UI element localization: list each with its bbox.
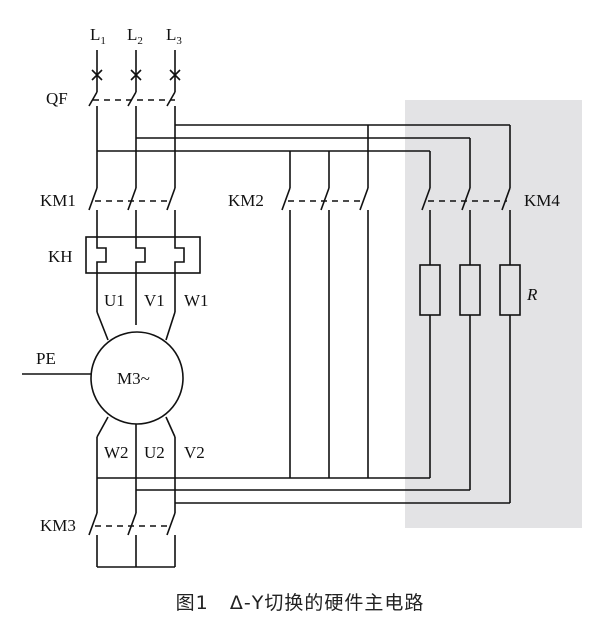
km2-contactor xyxy=(281,187,369,478)
km1-contactor xyxy=(88,187,176,242)
km4-label: KM4 xyxy=(524,191,560,210)
figure-caption: 图1 Δ-Y切换的硬件主电路 xyxy=(0,588,600,615)
km2-label: KM2 xyxy=(228,191,264,210)
svg-text:L1: L1 xyxy=(90,25,106,47)
motor-label: M3~ xyxy=(117,369,150,388)
pe-label: PE xyxy=(36,349,56,368)
buses xyxy=(97,124,510,152)
qf-label: QF xyxy=(46,89,68,108)
svg-text:L3: L3 xyxy=(166,25,182,47)
terminal-v2: V2 xyxy=(184,443,205,462)
phase-label-3: L xyxy=(166,25,176,44)
phase-labels: L1 L2 L3 xyxy=(90,25,182,47)
svg-text:L2: L2 xyxy=(127,25,143,47)
terminal-u2: U2 xyxy=(144,443,165,462)
km3-contactor xyxy=(88,512,176,568)
kh-label: KH xyxy=(48,247,73,266)
figure-title: Δ-Y切换的硬件主电路 xyxy=(229,592,425,614)
km4-contactor xyxy=(421,187,511,265)
phase-label-1: L xyxy=(90,25,100,44)
resistors xyxy=(419,264,521,503)
bottom-feeders xyxy=(96,437,176,513)
resistor-label: R xyxy=(526,285,538,304)
resistor-panel xyxy=(405,100,582,528)
terminal-w2: W2 xyxy=(104,443,129,462)
km3-label: KM3 xyxy=(40,516,76,535)
motor xyxy=(90,311,184,438)
qf-breaker xyxy=(88,50,181,112)
terminal-v1: V1 xyxy=(144,291,165,310)
phase-label-2: L xyxy=(127,25,137,44)
kh-thermal-relay xyxy=(85,236,201,325)
km1-label: KM1 xyxy=(40,191,76,210)
terminal-w1: W1 xyxy=(184,291,209,310)
km4-feeders xyxy=(429,125,511,188)
figure-number: 图1 xyxy=(175,592,209,614)
terminal-u1: U1 xyxy=(104,291,125,310)
bottom-buses xyxy=(97,477,510,504)
main-feeders xyxy=(96,112,176,188)
km2-feeders xyxy=(289,125,369,188)
